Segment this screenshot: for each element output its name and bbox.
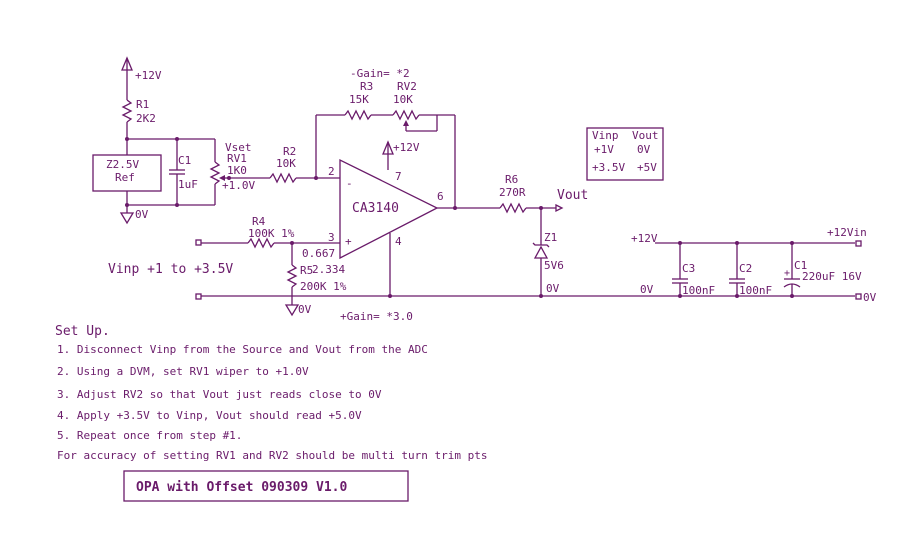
svg-text:100K 1%: 100K 1% <box>248 227 295 240</box>
svg-text:+12V: +12V <box>135 69 162 82</box>
svg-text:+1.0V: +1.0V <box>222 179 255 192</box>
svg-text:R6: R6 <box>505 173 518 186</box>
potentiometer-rv2: RV2 10K <box>392 80 438 132</box>
ground-left: 0V <box>119 208 149 225</box>
capacitor-c1: C1 1uF <box>169 150 198 205</box>
svg-text:Vout: Vout <box>557 188 588 203</box>
svg-text:R4: R4 <box>252 215 266 228</box>
svg-text:Vinp: Vinp <box>592 129 619 142</box>
svg-text:+: + <box>345 235 352 248</box>
vinp-vout-table: Vinp Vout +1V 0V +3.5V +5V <box>586 127 664 181</box>
svg-text:0V: 0V <box>637 143 651 156</box>
svg-text:For accuracy of setting RV1 an: For accuracy of setting RV1 and RV2 shou… <box>57 449 487 462</box>
capacitor-c2: C2 100nF <box>729 243 772 297</box>
svg-text:2: 2 <box>328 165 335 178</box>
svg-text:C1: C1 <box>794 259 807 272</box>
svg-text:0V: 0V <box>640 283 654 296</box>
svg-text:4. Apply +3.5V to Vinp, Vout: 4. Apply +3.5V to Vinp, Vout should read… <box>57 409 362 422</box>
resistor-r1: R1 2K2 <box>121 98 156 155</box>
svg-text:0.667: 0.667 <box>302 247 335 260</box>
svg-text:RV1: RV1 <box>227 152 247 165</box>
svg-text:0V: 0V <box>863 291 877 304</box>
svg-text:+: + <box>784 268 790 279</box>
svg-text:RV2: RV2 <box>397 80 417 93</box>
zener-z1: Z1 5V6 0V <box>532 208 564 296</box>
svg-text:OPA with Offset 090309 V1.0: OPA with Offset 090309 V1.0 <box>136 480 347 495</box>
svg-text:3. Adjust RV2 so that Vout jus: 3. Adjust RV2 so that Vout just reads cl… <box>57 388 382 401</box>
svg-text:0V: 0V <box>135 208 149 221</box>
svg-text:4: 4 <box>395 235 402 248</box>
svg-text:C2: C2 <box>739 262 752 275</box>
potentiometer-rv1: Vset RV1 1K0 +1.0V <box>209 139 255 205</box>
svg-text:Vout: Vout <box>632 129 659 142</box>
svg-text:270R: 270R <box>499 186 526 199</box>
svg-text:2.334: 2.334 <box>312 263 345 276</box>
svg-text:R3: R3 <box>360 80 373 93</box>
capacitor-c1-electrolytic: + C1 220uF 16V <box>783 243 862 296</box>
svg-text:+12Vin: +12Vin <box>827 226 867 239</box>
svg-text:5. Repeat once from step #1.: 5. Repeat once from step #1. <box>57 429 242 442</box>
svg-text:10K: 10K <box>393 93 413 106</box>
resistor-r3: R3 15K <box>344 80 373 121</box>
svg-text:2. Using a DVM, set RV1 wiper: 2. Using a DVM, set RV1 wiper to +1.0V <box>57 365 309 378</box>
svg-text:Z2.5V: Z2.5V <box>106 158 139 171</box>
svg-text:6: 6 <box>437 190 444 203</box>
resistor-r5: R5 200K 1% <box>286 264 347 293</box>
svg-text:200K 1%: 200K 1% <box>300 280 347 293</box>
svg-text:-Gain= *2: -Gain= *2 <box>350 67 410 80</box>
reference-z2v5: Z2.5V Ref <box>92 154 162 192</box>
svg-text:0V: 0V <box>298 303 312 316</box>
title-box: OPA with Offset 090309 V1.0 <box>123 470 409 502</box>
supply-12v-top: +12V <box>121 56 162 100</box>
svg-text:+1V: +1V <box>594 143 614 156</box>
svg-text:+12V: +12V <box>631 232 658 245</box>
svg-text:3: 3 <box>328 231 335 244</box>
svg-text:100nF: 100nF <box>682 284 715 297</box>
svg-text:-: - <box>346 177 353 190</box>
svg-text:2K2: 2K2 <box>136 112 156 125</box>
capacitor-c3: C3 100nF <box>672 243 715 297</box>
svg-text:+5V: +5V <box>637 161 657 174</box>
ground-r5: 0V <box>284 303 312 317</box>
svg-text:Z1: Z1 <box>544 231 557 244</box>
resistor-r4: R4 100K 1% <box>247 215 295 249</box>
svg-text:1K0: 1K0 <box>227 164 247 177</box>
svg-text:1. Disconnect Vinp from the So: 1. Disconnect Vinp from the Source and V… <box>57 343 428 356</box>
svg-text:1uF: 1uF <box>178 178 198 191</box>
svg-text:+3.5V: +3.5V <box>592 161 625 174</box>
svg-text:R5: R5 <box>300 264 313 277</box>
svg-text:C1: C1 <box>178 154 191 167</box>
svg-text:R2: R2 <box>283 145 296 158</box>
resistor-r2: R2 10K <box>269 145 340 184</box>
svg-text:100nF: 100nF <box>739 284 772 297</box>
opamp-ca3140: CA3140 - + 2 3 4 7 6 <box>328 158 444 260</box>
svg-text:Set Up.: Set Up. <box>55 324 110 339</box>
svg-text:7: 7 <box>395 170 402 183</box>
svg-text:+Gain= *3.0: +Gain= *3.0 <box>340 310 413 323</box>
svg-text:10K: 10K <box>276 157 296 170</box>
svg-text:C3: C3 <box>682 262 695 275</box>
svg-text:R1: R1 <box>136 98 149 111</box>
svg-text:+12V: +12V <box>393 141 420 154</box>
svg-text:15K: 15K <box>349 93 369 106</box>
svg-text:Vset: Vset <box>225 141 252 154</box>
svg-text:5V6: 5V6 <box>544 259 564 272</box>
resistor-r6: R6 270R <box>499 173 527 214</box>
svg-text:CA3140: CA3140 <box>352 201 399 216</box>
svg-text:220uF 16V: 220uF 16V <box>802 270 862 283</box>
svg-text:Vinp +1 to +3.5V: Vinp +1 to +3.5V <box>108 262 233 277</box>
svg-text:0V: 0V <box>546 282 560 295</box>
setup-notes: Set Up. 1. Disconnect Vinp from the Sour… <box>55 324 487 462</box>
svg-text:Ref: Ref <box>115 171 135 184</box>
